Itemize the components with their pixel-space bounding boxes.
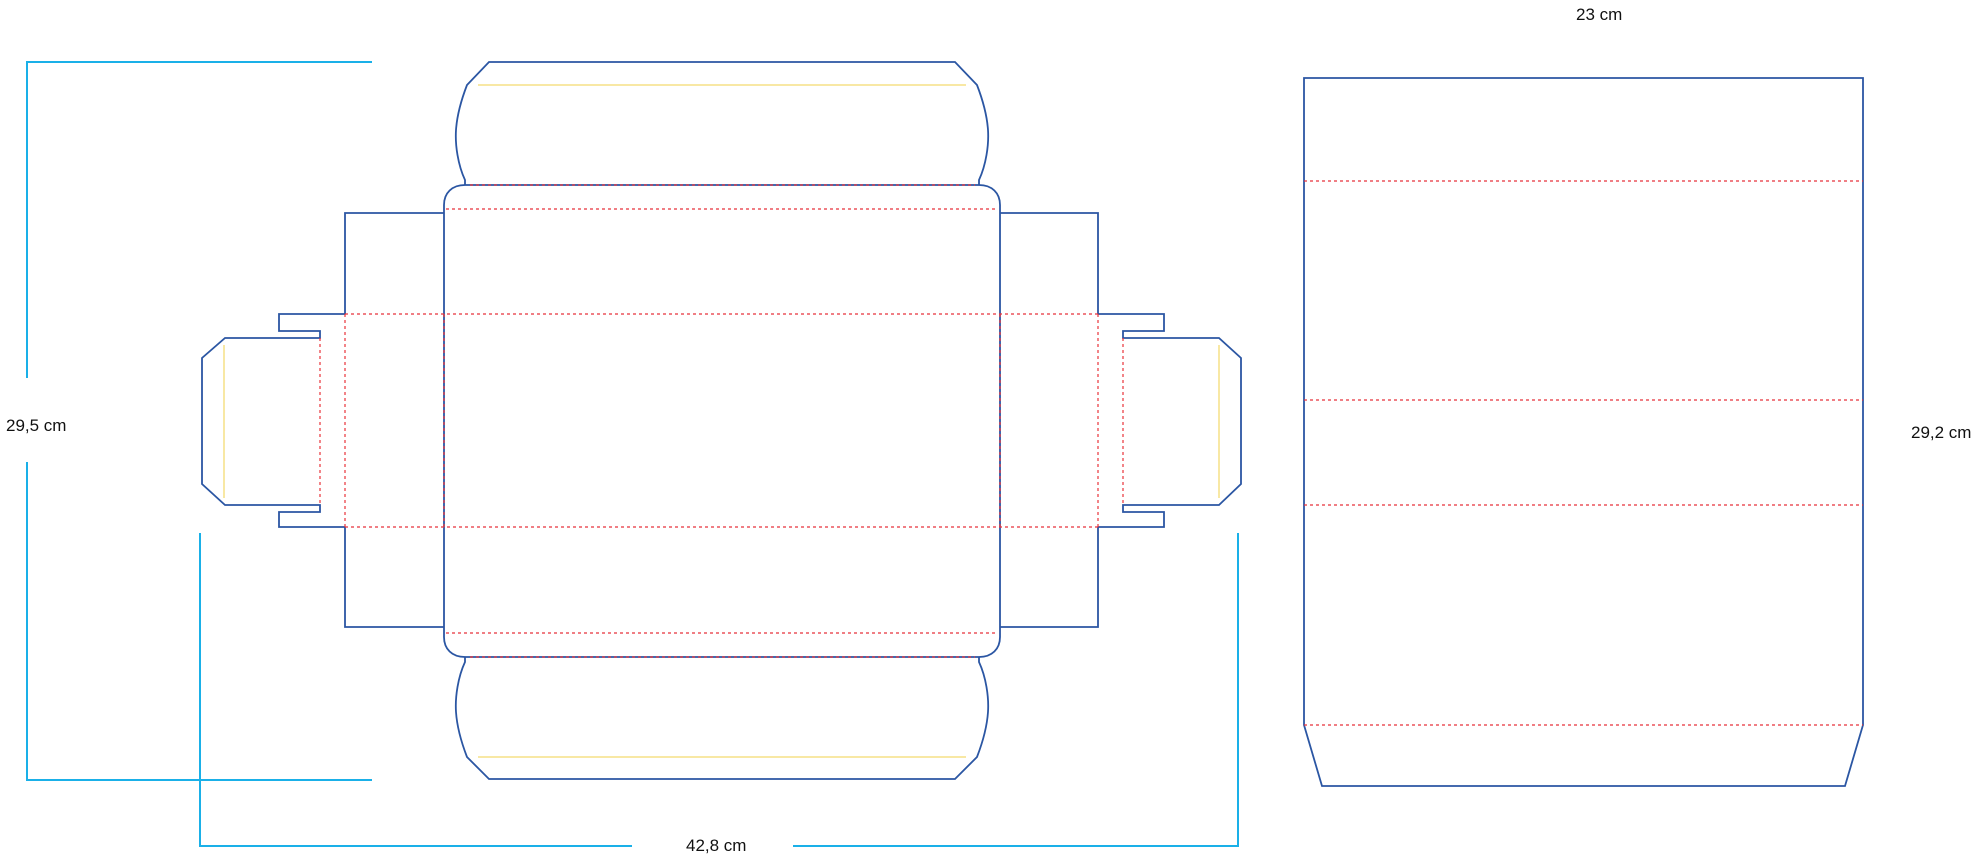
dimension-label-right-height: 29,2 cm [1911,423,1971,442]
dimension-label-bottom-width: 42,8 cm [686,836,746,855]
dimension-left-height: 29,5 cm [6,61,372,781]
sleeve-outline [1303,77,1864,787]
dimension-label-right-width: 23 cm [1576,5,1622,24]
top-lid-flap [454,61,990,185]
dimension-label-left-height: 29,5 cm [6,416,66,435]
fold-lines-right [1304,180,1863,726]
box-dieline-left [201,61,1242,780]
left-locking-tab [201,313,345,528]
sleeve-dieline-right [1303,77,1864,787]
right-locking-tab [1098,313,1242,528]
right-side-wall [1000,212,1099,628]
fold-lines-left [319,184,1124,658]
bottom-lid-flap [454,657,990,780]
glue-lines-left [223,84,1220,758]
central-panel-outline [443,184,1001,658]
dimension-bottom-width: 42,8 cm [199,533,1239,855]
left-side-wall [344,212,444,628]
